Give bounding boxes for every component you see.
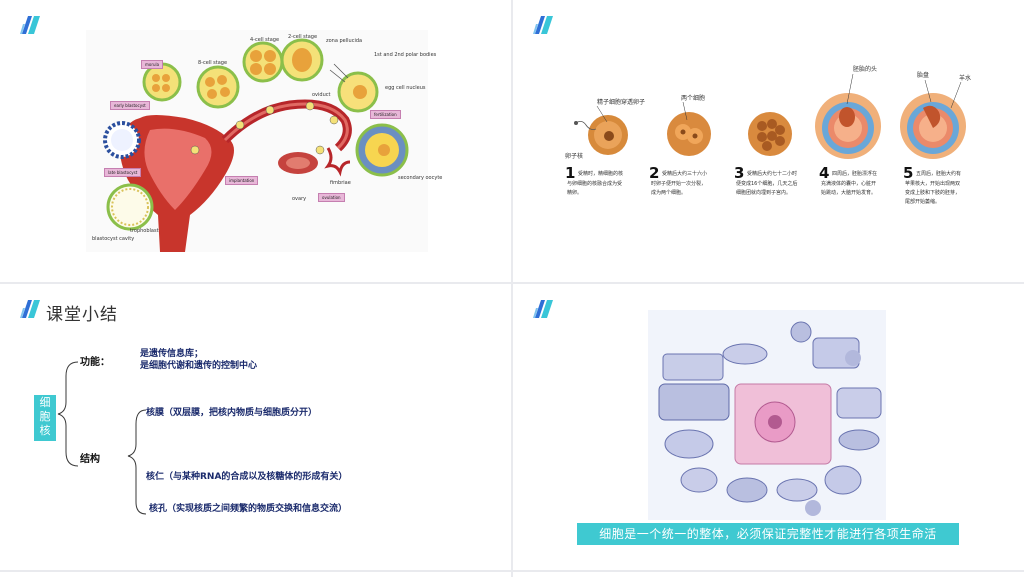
- stage-early-blastocyst: [103, 121, 141, 159]
- logo-icon: [20, 16, 40, 34]
- stage-secondary-oocyte: [355, 123, 409, 177]
- label-sperm-enter: 精子细胞穿透卵子: [597, 99, 646, 106]
- step-text: 时卵子便开始一次分裂，: [651, 181, 707, 187]
- label-2cell: 2-cell stage: [288, 34, 318, 40]
- step-number: 5: [903, 164, 914, 182]
- cell-illustration: [648, 310, 886, 520]
- cell-caption: 细胞是一个统一的整体，必须保证完整性才能进行各项生命活: [577, 523, 959, 545]
- logo-icon: [533, 300, 553, 318]
- nucleus-char: 核: [39, 424, 51, 437]
- label-oviduct: oviduct: [312, 92, 331, 98]
- function-label: 功能：: [80, 357, 110, 368]
- label-4cell: 4-cell stage: [250, 37, 280, 43]
- label-zona: zona pellucida: [326, 38, 363, 44]
- tag-implantation: implantation: [225, 176, 259, 185]
- structure-label: 结构: [80, 454, 100, 465]
- tag-morula: morula: [141, 60, 164, 69]
- stage-8cell: [196, 65, 240, 109]
- slide-partial-bottom-right: [513, 572, 1024, 577]
- step-text: 精卵。: [567, 190, 583, 196]
- label-two-cells: 两个细胞: [681, 95, 706, 102]
- logo-icon: [533, 16, 553, 34]
- slide-class-summary[interactable]: 课堂小结 细 胞 核 功能： 是遗传信息库； 是细胞代谢和遗传的控制中心 结构 …: [0, 284, 511, 570]
- slide-partial-bottom-left: [0, 572, 511, 577]
- function-item: 是细胞代谢和遗传的控制中心: [140, 361, 258, 371]
- label-blastocyst-cavity: blastocyst cavity: [92, 236, 135, 242]
- stage-fertilization: [329, 63, 379, 113]
- step-text: 始跳动，大脑开始发育。: [821, 190, 877, 196]
- label-ovary: ovary: [292, 196, 307, 202]
- label-embryo-head: 胚胎的头: [853, 66, 878, 73]
- step-text: 受精时，精细胞的核: [578, 171, 624, 177]
- step-text: 受精后大约三十六小: [662, 171, 708, 177]
- nucleus-label-box: 细 胞 核: [34, 395, 56, 441]
- step-text: 四周后，胚胎漂浮在: [832, 171, 878, 177]
- step-text: 苹果核大，开始出现两双: [905, 181, 961, 187]
- tag-fertilization: fertilization: [370, 110, 401, 119]
- stage-late-blastocyst: [106, 183, 154, 231]
- embryo-stages-illustration: [574, 73, 966, 159]
- structure-item: 核孔（实现核质之间频繁的物质交换和信息交流）: [149, 504, 348, 514]
- summary-braces: [57, 361, 147, 515]
- step-text: 尾部开始萎缩。: [905, 199, 941, 205]
- structure-item: 核膜（双层膜，把核内物质与细胞质分开）: [146, 408, 318, 418]
- tag-ovulation: ovulation: [318, 193, 345, 202]
- step-text: 便变成16个细胞，几天之后: [736, 181, 798, 187]
- step-text: 与卵细胞的核融合成为受: [567, 181, 623, 187]
- structure-item: 核仁（与某种RNA的合成以及核糖体的形成有关）: [146, 472, 348, 482]
- page-title: 课堂小结: [46, 305, 118, 325]
- slide-fertilization-diagram[interactable]: morula early blastocyst late blastocyst …: [0, 0, 511, 282]
- label-fimbriae: fimbriae: [330, 180, 351, 186]
- step-text: 充满液体的囊中，心脏开: [821, 181, 877, 187]
- label-polar: 1st and 2nd polar bodies: [374, 52, 437, 58]
- label-placenta: 胎盘: [917, 72, 930, 79]
- function-item: 是遗传信息库；: [140, 349, 204, 359]
- nucleus-char: 胞: [39, 410, 51, 423]
- slide-cell-structure[interactable]: 细胞是一个统一的整体，必须保证完整性才能进行各项生命活: [513, 284, 1024, 570]
- step-number: 2: [649, 164, 660, 182]
- step-text: 五周后，胚胎大约有: [916, 171, 962, 177]
- label-amnion: 羊水: [959, 75, 972, 82]
- slide-embryo-development[interactable]: 精子细胞穿透卵子 两个细胞 胚胎的头 胎盘 羊水 卵子核 1 受精时，精细胞的核…: [513, 0, 1024, 282]
- stage-morula: [142, 62, 182, 102]
- label-8cell: 8-cell stage: [198, 60, 228, 66]
- tag-early-blastocyst: early blastocyst: [110, 101, 150, 110]
- step-text: 变成上肢和下肢的胚芽，: [905, 190, 961, 196]
- label-egg-nucleus: 卵子核: [565, 153, 584, 160]
- label-secondary-oocyte: secondary oocyte: [398, 175, 443, 181]
- logo-icon: [20, 300, 40, 318]
- step-text: 成为两个细胞。: [651, 190, 687, 196]
- step-text: 受精后大约七十二小时: [747, 171, 798, 177]
- tag-late-blastocyst: late blastocyst: [104, 168, 142, 177]
- stage-2cell: [280, 38, 324, 82]
- nucleus-char: 细: [39, 396, 51, 409]
- step-number: 1: [565, 164, 576, 182]
- step-number: 4: [819, 164, 830, 182]
- label-trophoblast: trophoblast: [130, 228, 159, 234]
- label-egg: egg cell nucleus: [385, 85, 426, 91]
- step-text: 细胞团就向埋到子宫内。: [736, 190, 792, 196]
- step-number: 3: [734, 164, 745, 182]
- stage-4cell: [242, 41, 284, 83]
